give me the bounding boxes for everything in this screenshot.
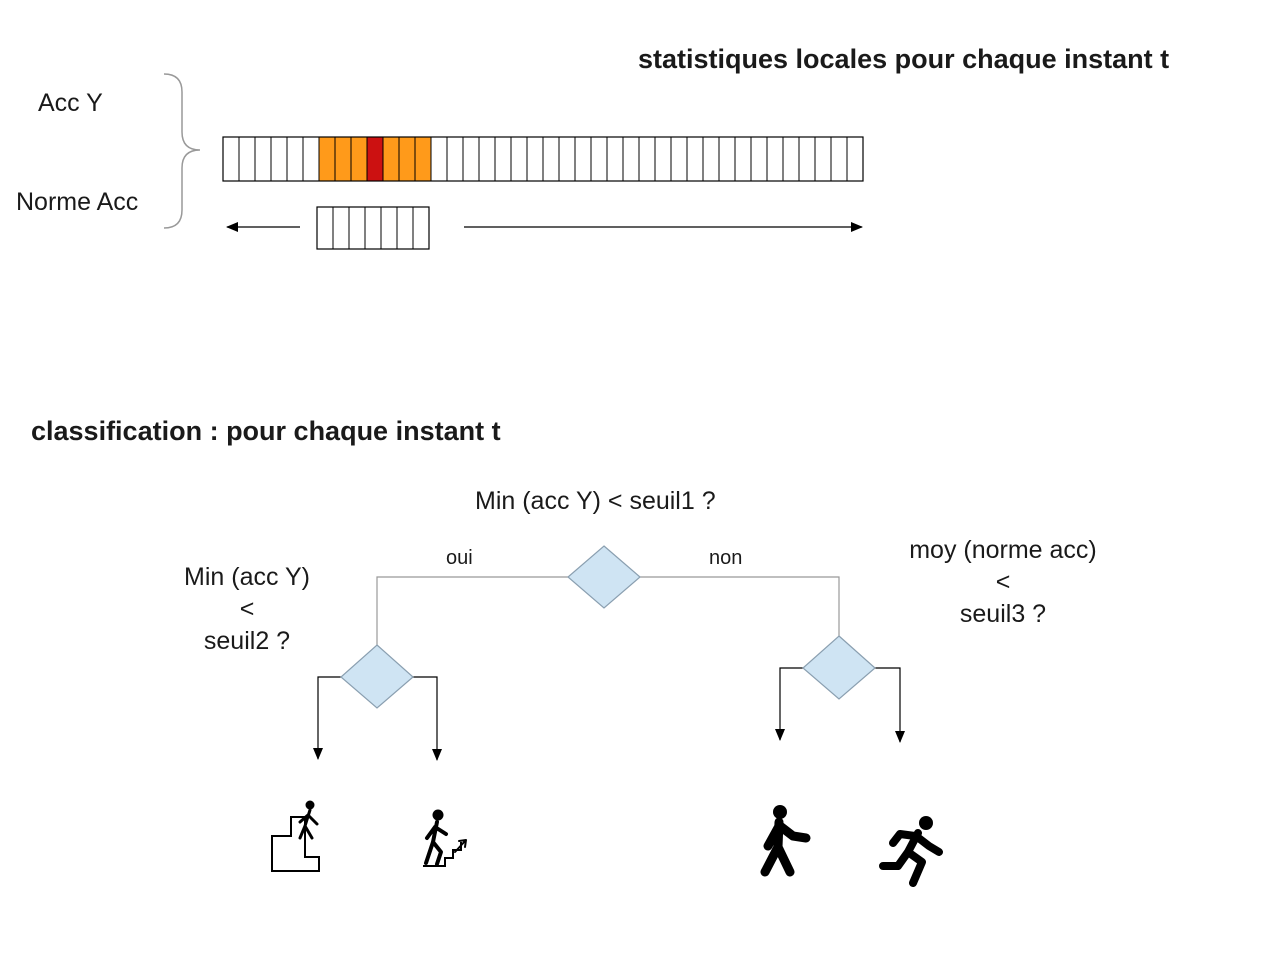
decision3-diamond — [802, 635, 876, 700]
stats-title: statistiques locales pour chaque instant… — [638, 44, 1170, 74]
decision1-label: Min (acc Y) < seuil1 ? — [475, 487, 716, 515]
running-icon — [879, 816, 943, 887]
walking-icon — [760, 805, 811, 877]
sliding-window — [316, 206, 430, 250]
signal-label-acc-y: Acc Y — [38, 89, 103, 117]
signal-label-norme-acc: Norme Acc — [16, 188, 139, 216]
decision2-diamond — [340, 644, 414, 709]
decision3-label: moy (norme acc) < seuil3 ? — [909, 536, 1097, 628]
stairs-down-icon — [271, 800, 320, 872]
branch-no-label: non — [709, 547, 743, 569]
signal-buffer — [222, 136, 864, 182]
branch-yes-label: oui — [446, 547, 473, 569]
decision2-label: Min (acc Y) < seuil2 ? — [184, 563, 310, 655]
decision1-diamond — [567, 545, 641, 609]
current-instant-highlight — [367, 137, 383, 181]
leaf-arrows — [313, 667, 905, 761]
stairs-up-icon — [423, 809, 467, 867]
tree-connectors — [376, 576, 840, 645]
classification-title: classification : pour chaque instant t — [31, 416, 501, 446]
signal-brace — [163, 73, 201, 229]
